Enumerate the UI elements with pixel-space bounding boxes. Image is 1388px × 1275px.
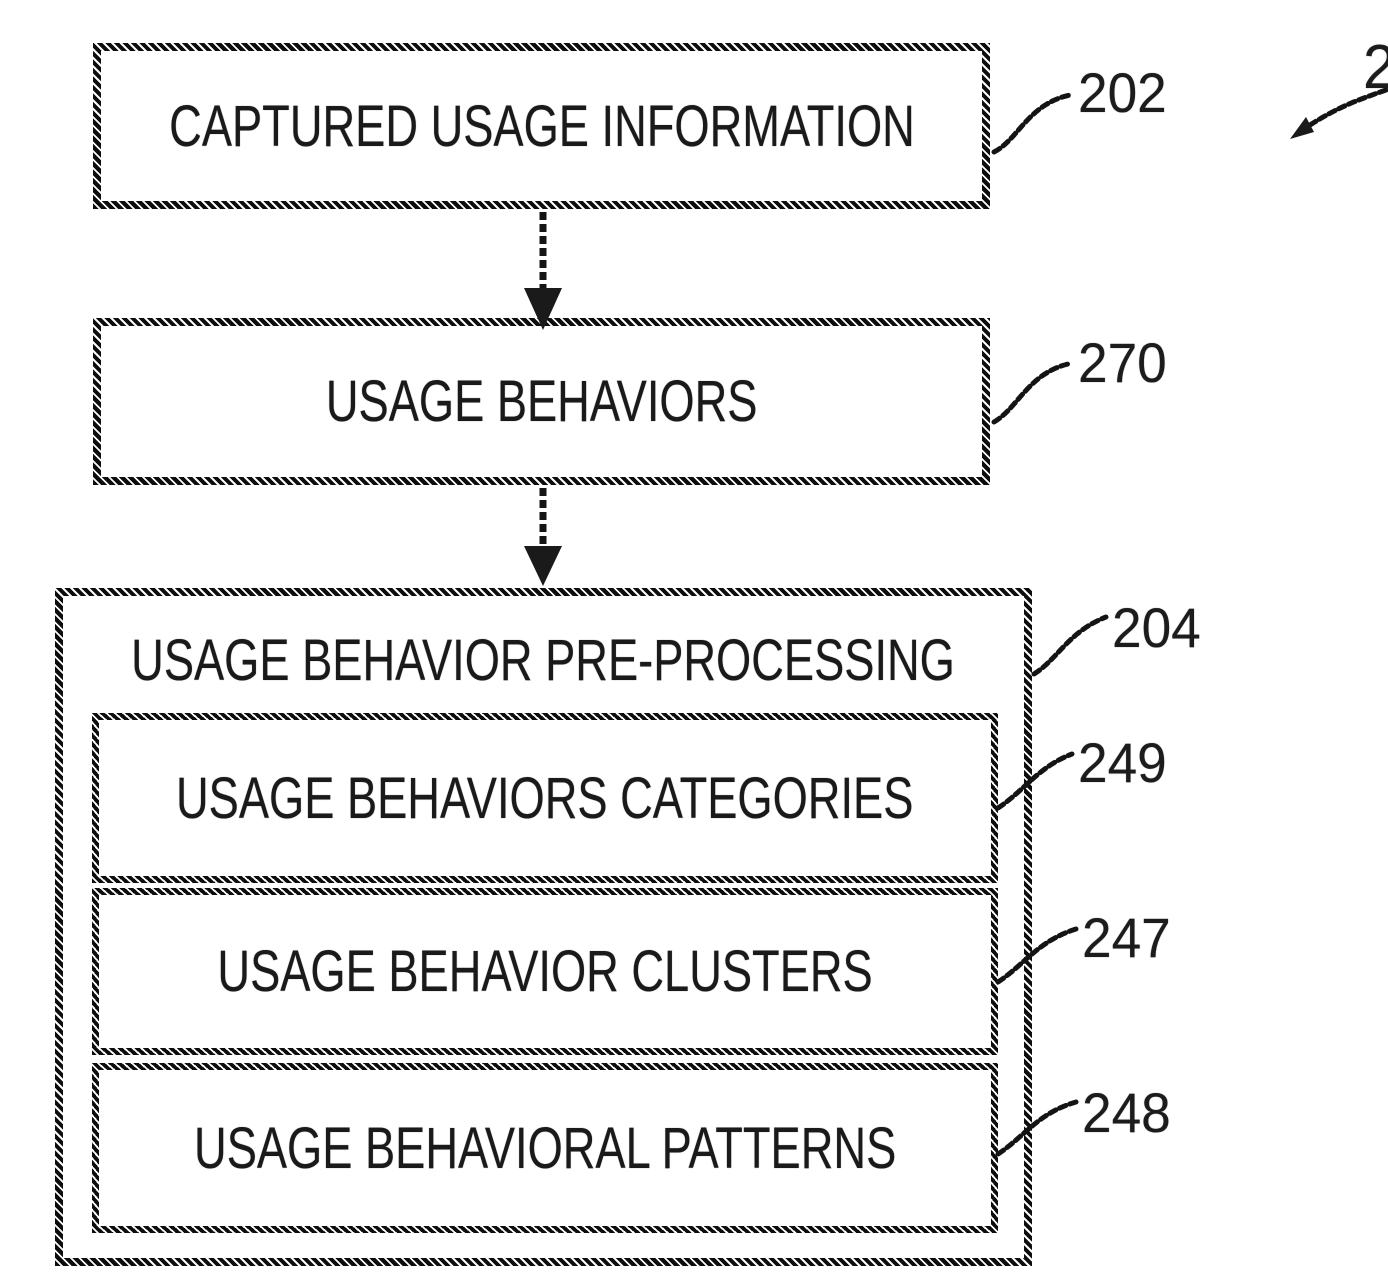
box-usage-behavioral-patterns: USAGE BEHAVIORAL PATTERNS (92, 1063, 998, 1233)
box-usage-behaviors: USAGE BEHAVIORS (93, 318, 990, 485)
ref-number-249: 249 (1078, 731, 1167, 794)
leader-line-270 (991, 361, 1071, 425)
ref-number-202: 202 (1078, 61, 1167, 124)
ref-number-figure-partial: 2 (1363, 32, 1388, 103)
box-captured-usage-information: CAPTURED USAGE INFORMATION (93, 43, 990, 209)
box-captured-usage-information-label: CAPTURED USAGE INFORMATION (168, 93, 915, 159)
ref-number-248: 248 (1082, 1081, 1171, 1144)
box-usage-behavioral-patterns-label: USAGE BEHAVIORAL PATTERNS (193, 1115, 897, 1181)
box-usage-behaviors-categories-label: USAGE BEHAVIORS CATEGORIES (176, 765, 914, 831)
flow-arrow-behaviors-to-preprocessing (524, 488, 562, 586)
leader-line-202 (991, 92, 1073, 155)
box-usage-behavior-pre-processing-title-row: USAGE BEHAVIOR PRE-PROCESSING (63, 624, 1024, 696)
ref-number-247: 247 (1082, 906, 1171, 969)
leader-line-204 (1031, 614, 1109, 677)
box-usage-behavior-pre-processing: USAGE BEHAVIOR PRE-PROCESSING USAGE BEHA… (55, 588, 1032, 1266)
flow-arrow-captured-to-behaviors (524, 212, 562, 330)
ref-number-270: 270 (1078, 331, 1167, 394)
box-usage-behavior-pre-processing-label: USAGE BEHAVIOR PRE-PROCESSING (131, 627, 956, 693)
box-usage-behavior-clusters-label: USAGE BEHAVIOR CLUSTERS (217, 939, 873, 1004)
ref-number-204: 204 (1112, 596, 1201, 659)
box-usage-behaviors-categories: USAGE BEHAVIORS CATEGORIES (92, 713, 998, 883)
box-usage-behavior-clusters: USAGE BEHAVIOR CLUSTERS (92, 888, 998, 1055)
box-usage-behaviors-label: USAGE BEHAVIORS (325, 369, 758, 434)
